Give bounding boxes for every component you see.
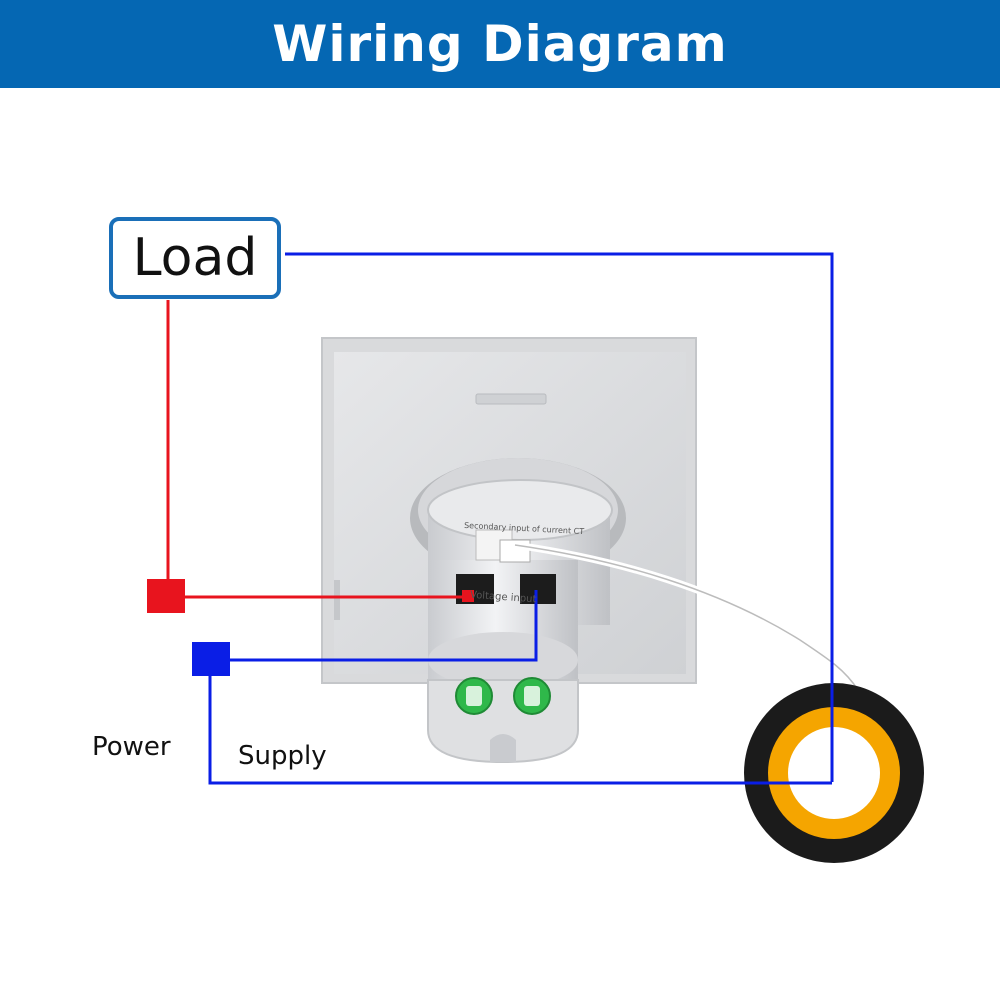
live-wire (147, 300, 474, 613)
power-label: Power (92, 732, 171, 762)
neutral-terminal-marker (192, 642, 230, 676)
current-transformer (744, 683, 924, 863)
neutral-wire (192, 252, 834, 785)
terminal-block (456, 529, 556, 604)
header-banner: Wiring Diagram (0, 0, 1000, 88)
terminal-screws (455, 677, 551, 715)
supply-label: Supply (238, 741, 327, 771)
page-title: Wiring Diagram (272, 15, 728, 73)
load-label: Load (132, 228, 258, 288)
load-box: Load (109, 217, 281, 299)
live-terminal-marker (147, 579, 185, 613)
ct-lead-outline (514, 544, 859, 691)
meter-cylinder (410, 458, 626, 764)
